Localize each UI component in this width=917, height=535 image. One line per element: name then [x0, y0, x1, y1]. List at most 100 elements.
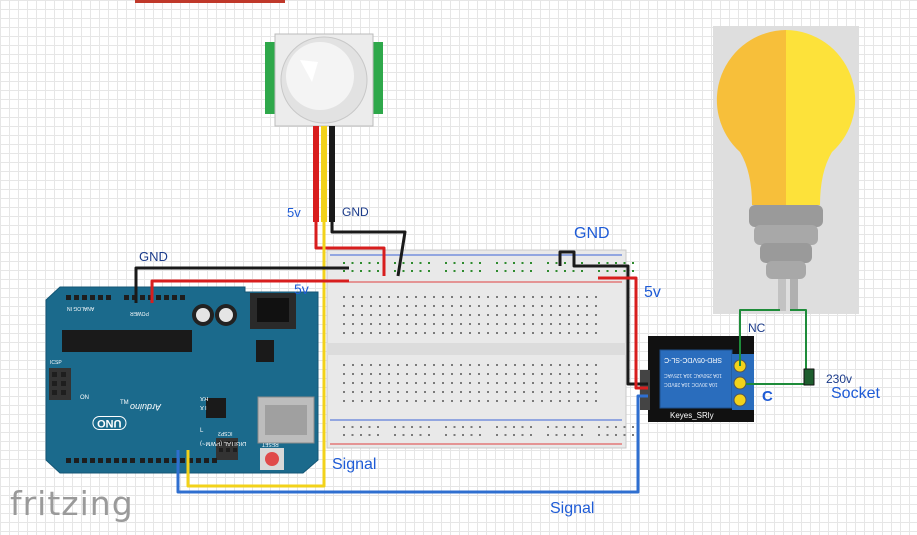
breadboard-hole [541, 305, 543, 307]
breadboard-hole [514, 296, 516, 298]
breadboard-hole [469, 305, 471, 307]
breadboard-hole [379, 382, 381, 384]
breadboard-hole [379, 400, 381, 402]
breadboard-hole [505, 373, 507, 375]
breadboard-hole [442, 296, 444, 298]
breadboard-hole [532, 364, 534, 366]
breadboard-hole [550, 382, 552, 384]
breadboard-rail-hole-active [368, 270, 371, 272]
breadboard-hole [397, 391, 399, 393]
breadboard-rail-hole-active [360, 270, 362, 272]
wire-rail-5v [598, 276, 648, 390]
breadboard-hole [586, 391, 588, 393]
arduino-icsp2-pin [219, 441, 223, 445]
breadboard-rail-hole-active [351, 262, 354, 264]
arduino-icsp-pin [61, 390, 66, 395]
arduino-power: POWER [130, 310, 149, 316]
breadboard-hole [460, 391, 462, 393]
arduino-header-pin [66, 458, 71, 463]
breadboard-hole [514, 364, 516, 366]
breadboard-hole [595, 323, 597, 325]
breadboard-hole [388, 305, 390, 307]
breadboard-rail-hole-active [462, 270, 464, 272]
breadboard-hole [415, 332, 417, 334]
arduino-header-pin [156, 458, 161, 463]
breadboard-hole [460, 373, 462, 375]
breadboard-hole [415, 373, 417, 375]
breadboard-hole [442, 305, 444, 307]
breadboard-hole [460, 314, 462, 316]
breadboard-hole [496, 332, 498, 334]
breadboard-hole [352, 323, 354, 325]
breadboard-hole [478, 314, 480, 316]
breadboard-hole [442, 364, 444, 366]
breadboard-hole [541, 296, 543, 298]
breadboard-rail-hole-active [402, 262, 405, 264]
breadboard-rail-hole [598, 434, 600, 436]
breadboard-hole [424, 323, 426, 325]
arduino-header-pin [66, 295, 71, 300]
breadboard-hole [352, 364, 354, 366]
breadboard-hole [523, 296, 525, 298]
breadboard-hole [379, 323, 381, 325]
breadboard-hole [478, 305, 480, 307]
breadboard-hole [478, 400, 480, 402]
breadboard-rail-hole-active [564, 262, 566, 264]
breadboard-rail-hole [402, 434, 405, 436]
breadboard-hole [388, 314, 390, 316]
breadboard-rail-hole-active [453, 262, 456, 264]
breadboard-hole [397, 332, 399, 334]
arduino-icsp-pin [52, 381, 57, 386]
breadboard-hole [586, 305, 588, 307]
breadboard-hole [568, 391, 570, 393]
breadboard-hole [343, 382, 345, 384]
breadboard-hole [451, 373, 453, 375]
breadboard-hole [586, 314, 588, 316]
breadboard-hole [523, 305, 525, 307]
breadboard-hole [550, 373, 552, 375]
breadboard-rail-hole [581, 434, 583, 436]
breadboard-hole [388, 400, 390, 402]
breadboard-rail-hole [564, 426, 566, 428]
breadboard-rail-hole-active [615, 262, 617, 264]
breadboard-hole [577, 391, 579, 393]
breadboard-rail-hole [606, 426, 609, 428]
breadboard-hole [496, 323, 498, 325]
breadboard-rail-hole-active [581, 262, 583, 264]
breadboard-rail-hole [496, 434, 498, 436]
breadboard-hole [496, 373, 498, 375]
arduino-header-pin [124, 295, 129, 300]
breadboard-hole [460, 364, 462, 366]
breadboard [326, 249, 634, 449]
breadboard-rail-hole-active [598, 262, 600, 264]
breadboard-hole [388, 323, 390, 325]
arduino-header-pin [140, 295, 145, 300]
label-signal-relay: Signal [550, 500, 595, 517]
breadboard-rail-hole [572, 434, 575, 436]
breadboard-hole [568, 296, 570, 298]
breadboard-rail-hole-active [504, 262, 507, 264]
arduino-rx-label: RX [200, 395, 209, 401]
wire-relay-signal [176, 394, 648, 494]
arduino-header-pin [140, 458, 145, 463]
breadboard-rail-hole [462, 434, 464, 436]
wire-pir-gnd [330, 222, 407, 277]
breadboard-hole [370, 364, 372, 366]
breadboard-hole [505, 314, 507, 316]
breadboard-rail-hole [623, 434, 626, 436]
breadboard-hole [568, 323, 570, 325]
breadboard-hole [514, 305, 516, 307]
breadboard-hole [532, 296, 534, 298]
breadboard-hole [352, 314, 354, 316]
breadboard-rail-hole-active [402, 270, 405, 272]
breadboard-rail-hole [632, 426, 634, 428]
breadboard-rail-hole-active [530, 270, 532, 272]
breadboard-hole [451, 364, 453, 366]
light-bulb [713, 26, 859, 314]
breadboard-hole [397, 314, 399, 316]
breadboard-hole [469, 296, 471, 298]
breadboard-hole [505, 400, 507, 402]
breadboard-hole [424, 373, 426, 375]
arduino-header-pin [130, 458, 135, 463]
